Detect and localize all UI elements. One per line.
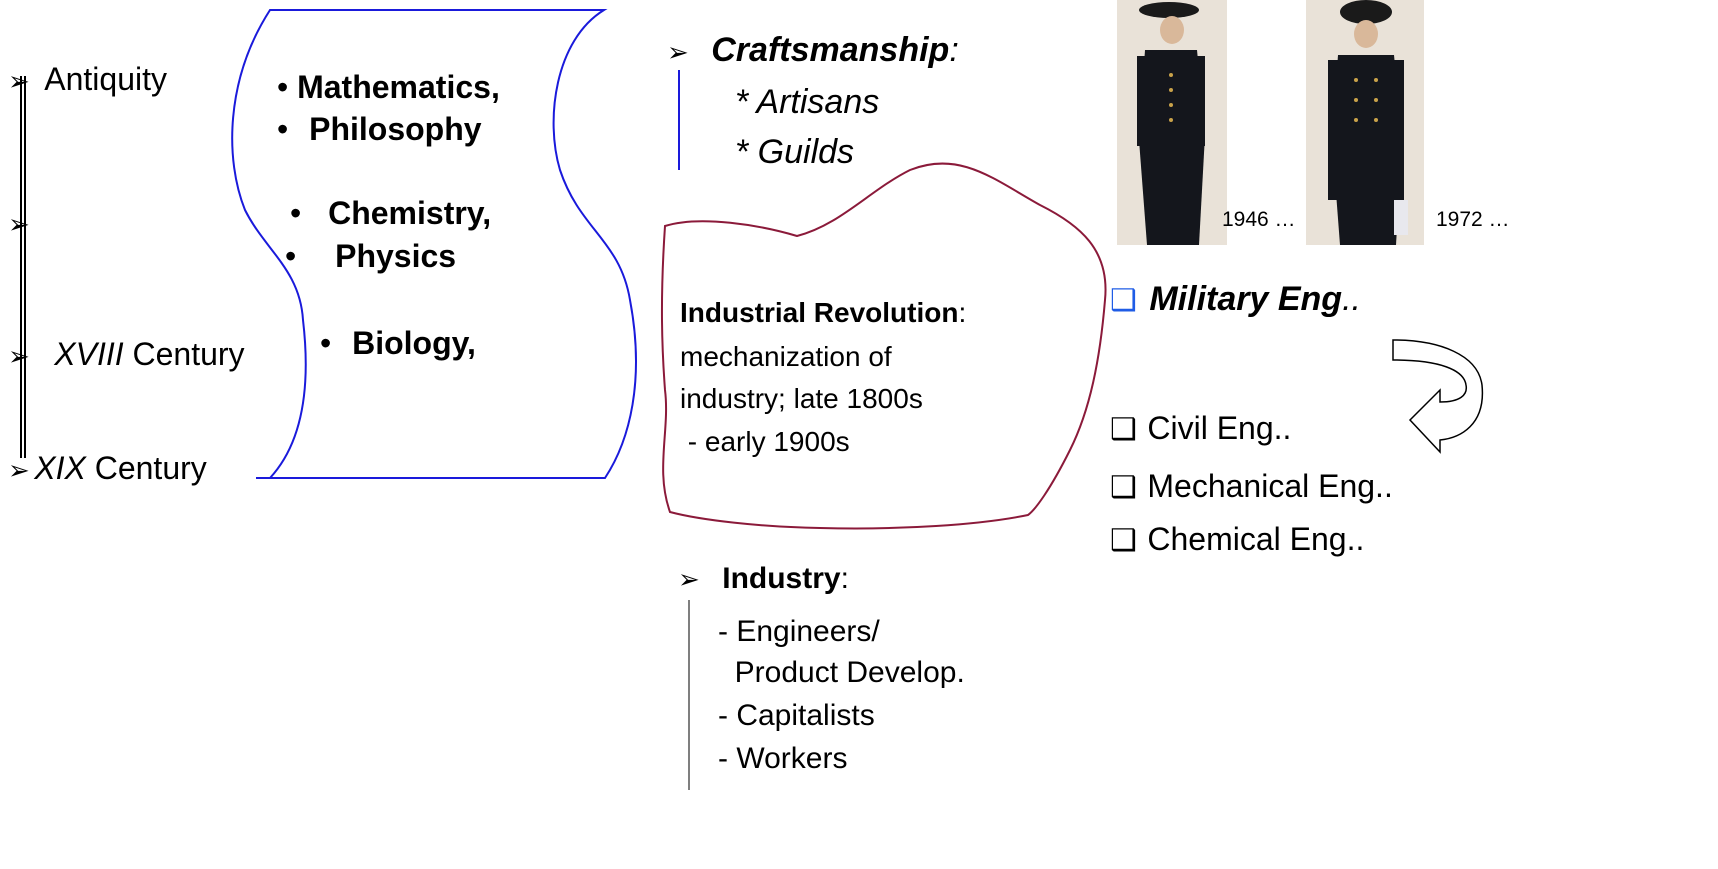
scroll-item-biology: • Biology, [320,325,476,361]
revolution-line-2: industry; late 1800s [680,383,923,414]
checkbox-icon: ❑ [1110,283,1137,318]
arrow-bullet-icon: ➢ [8,342,30,372]
scroll-item-physics: • Physics [285,238,457,274]
industry-item-workers: - Workers [718,742,848,775]
uniform-photo-1972 [1306,0,1424,245]
military-eng: ❑ Military Eng.. [1110,280,1361,318]
revolution-cloud [660,162,1107,530]
arrow-bullet-icon: ➢ [667,38,689,68]
industry-item-engineers: - Engineers/ [718,615,880,648]
industry-heading: ➢ Industry: [678,562,849,595]
scroll-outline [231,9,637,479]
timeline-item-xix-century: ➢ XIX Century [8,450,207,486]
curved-arrow [1392,339,1484,454]
scroll-item-mathematics: • Mathematics, [277,69,500,105]
industry-item-product-develop: Product Develop. [718,656,965,689]
arrow-bullet-icon: ➢ [8,67,30,97]
uniform-figure-1946-icon [1137,2,1205,245]
revolution-line-3: - early 1900s [680,426,850,457]
scroll-item-philosophy: • Philosophy [277,111,482,147]
branch-chemical-eng: ❑ Chemical Eng.. [1110,521,1365,558]
branch-mechanical-eng: ❑ Mechanical Eng.. [1110,468,1393,505]
photo-caption-1946: 1946 … [1222,208,1296,231]
checkbox-icon: ❑ [1110,523,1137,558]
arrow-bullet-icon: ➢ [8,210,30,240]
photo-caption-1972: 1972 … [1436,208,1510,231]
timeline-item-blank: ➢ [8,206,30,238]
checkbox-icon: ❑ [1110,470,1137,505]
revolution-line-1: mechanization of [680,341,892,372]
arrow-bullet-icon: ➢ [678,565,700,595]
scroll-item-chemistry: • Chemistry, [290,195,492,231]
uniform-photo-1946 [1117,0,1227,245]
craftsmanship-item-artisans: * Artisans [735,83,880,121]
craftsmanship-heading: ➢ Craftsmanship: [667,31,959,69]
timeline-item-xviii-century: ➢ XVIII Century [8,336,245,372]
arrow-bullet-icon: ➢ [8,456,30,486]
checkbox-icon: ❑ [1110,412,1137,447]
craftsmanship-item-guilds: * Guilds [735,133,855,171]
timeline-item-antiquity: ➢ Antiquity [8,61,167,97]
revolution-title: Industrial Revolution: [680,297,967,328]
industry-item-capitalists: - Capitalists [718,699,875,732]
branch-civil-eng: ❑ Civil Eng.. [1110,410,1292,447]
uniform-figure-1972-icon [1328,0,1408,245]
